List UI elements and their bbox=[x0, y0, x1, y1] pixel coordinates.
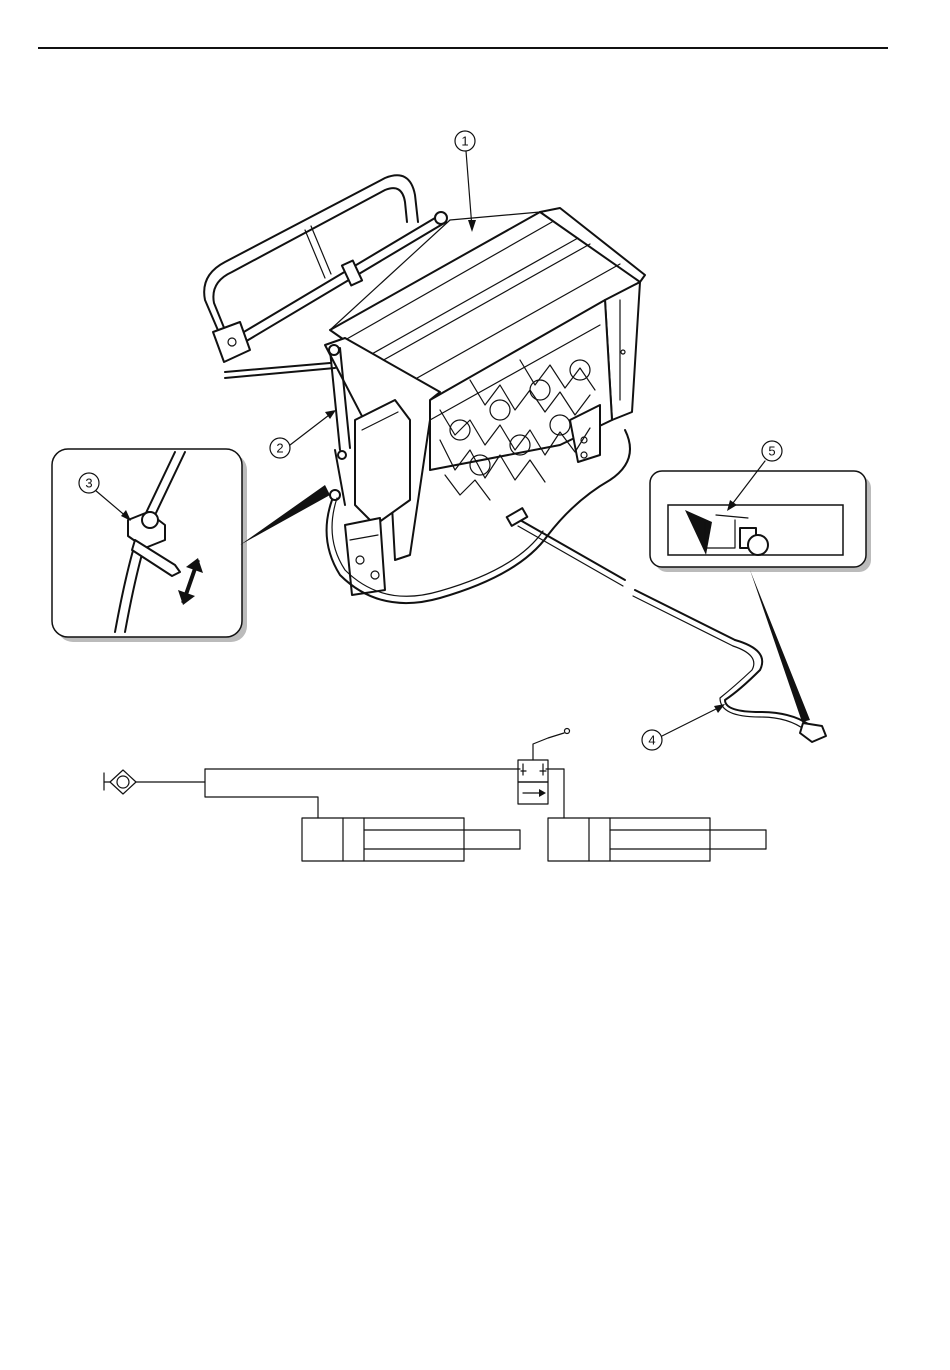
callout-3: 3 bbox=[79, 473, 99, 493]
callout-5-label: 5 bbox=[768, 444, 775, 459]
machine-illustration bbox=[204, 175, 826, 742]
hydraulic-schematic bbox=[104, 729, 766, 862]
callout-1-label: 1 bbox=[461, 134, 468, 149]
quick-coupler-symbol bbox=[104, 770, 205, 794]
callout-5: 5 bbox=[762, 441, 782, 461]
decal-detail-inset bbox=[650, 471, 871, 722]
callout-3-label: 3 bbox=[85, 476, 92, 491]
selector-valve-symbol bbox=[518, 729, 570, 805]
callout-2-label: 2 bbox=[276, 441, 283, 456]
callout-2: 2 bbox=[270, 438, 290, 458]
callout-4: 4 bbox=[642, 730, 662, 750]
callout-4-label: 4 bbox=[648, 733, 655, 748]
callout-1: 1 bbox=[455, 131, 475, 151]
cylinder-1-symbol bbox=[302, 818, 520, 861]
cylinder-2-symbol bbox=[548, 818, 766, 861]
